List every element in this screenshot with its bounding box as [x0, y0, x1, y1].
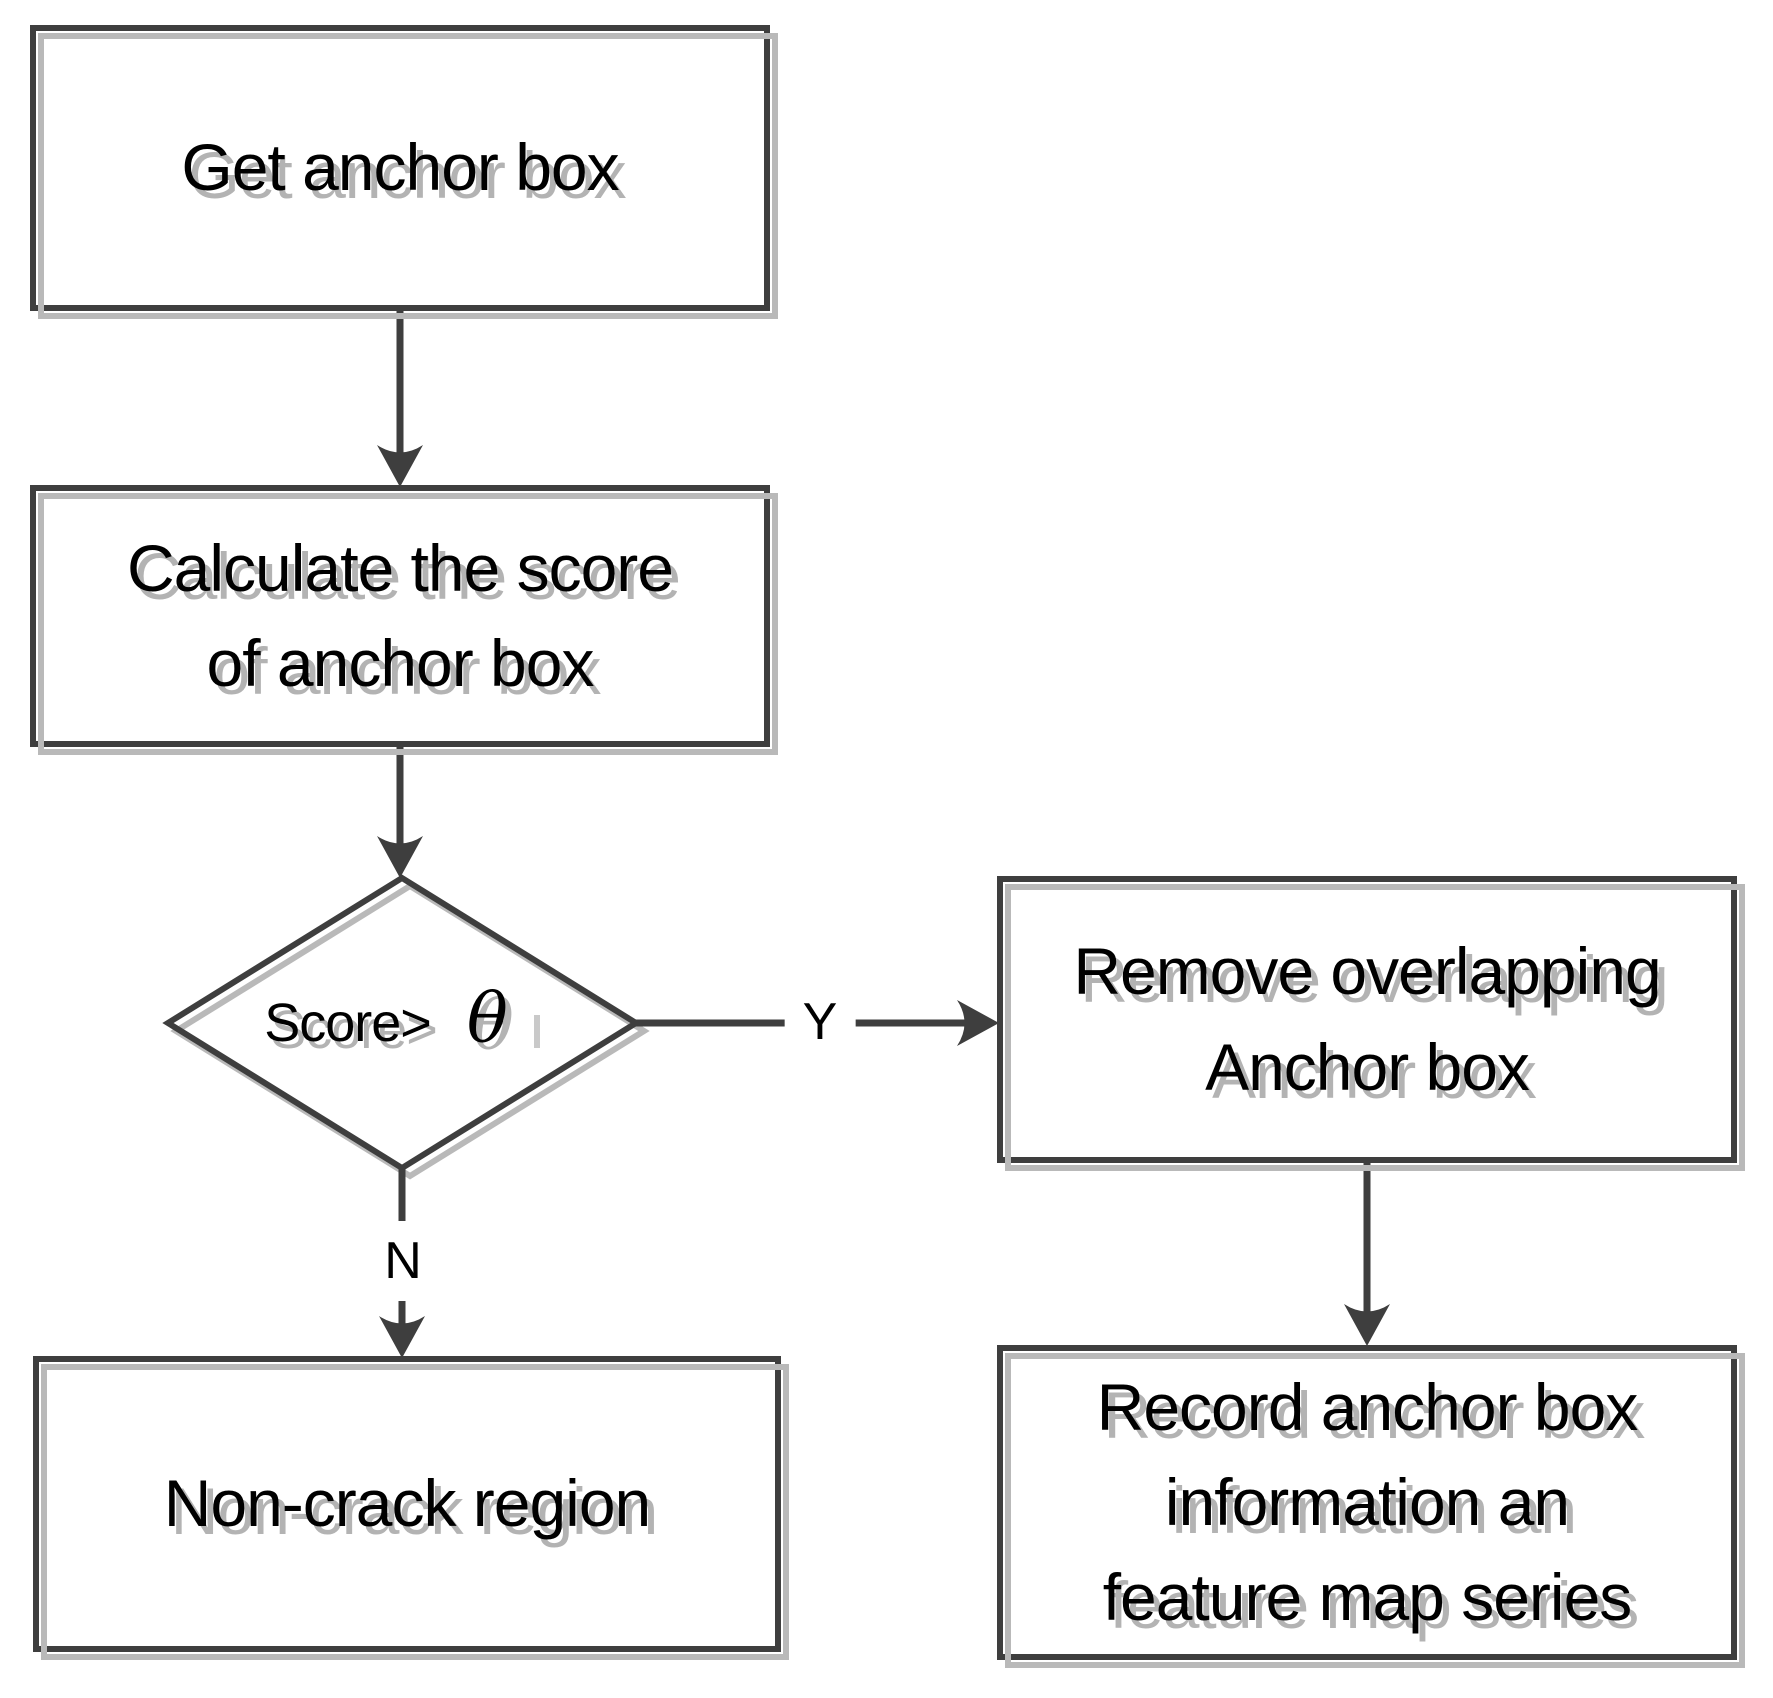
- edge-label-yes: Y: [784, 990, 856, 1054]
- arrow-no-head: [379, 1316, 425, 1358]
- flow-node-calculate-score: Calculate the score of anchor box: [30, 485, 770, 747]
- flow-node-get-anchor-box: Get anchor box: [30, 25, 770, 311]
- arrow-remove-to-record-head: [1344, 1304, 1390, 1346]
- arrow-get-to-calculate-head: [377, 445, 423, 487]
- decision-condition-text: Score>: [264, 993, 432, 1053]
- flow-node-record-anchor-box: Record anchor box information an feature…: [997, 1345, 1737, 1660]
- flow-node-decision-label: Score> θ: [168, 878, 636, 1168]
- node-label-calculate-score: Calculate the score of anchor box: [127, 530, 674, 700]
- flow-node-remove-overlapping: Remove overlapping Anchor box: [997, 876, 1737, 1163]
- node-label-get-anchor-box: Get anchor box: [181, 130, 619, 205]
- theta-shadow-artifact: [533, 1014, 540, 1048]
- edge-label-no: N: [376, 1221, 430, 1301]
- node-label-record-anchor-box: Record anchor box information an feature…: [1096, 1369, 1639, 1635]
- node-label-remove-overlapping: Remove overlapping Anchor box: [1073, 934, 1661, 1104]
- decision-theta-symbol: θ: [466, 979, 508, 1059]
- arrow-yes-head: [957, 1000, 999, 1046]
- flow-node-non-crack-region: Non-crack region: [33, 1356, 781, 1652]
- arrow-calculate-to-decision-head: [377, 836, 423, 878]
- node-label-non-crack-region: Non-crack region: [163, 1466, 652, 1541]
